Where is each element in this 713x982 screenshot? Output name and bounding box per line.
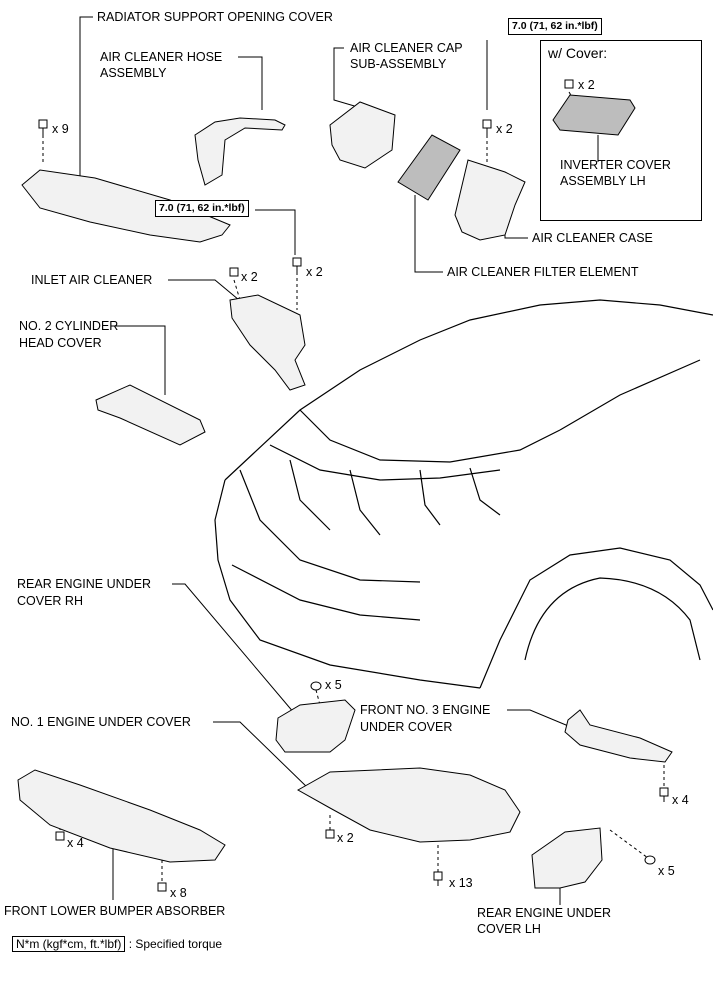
label-air-cleaner-hose-line1: AIR CLEANER HOSE <box>100 50 223 64</box>
qty-inverter-clips: x 2 <box>578 78 595 92</box>
leader-hose <box>238 56 263 110</box>
rear-engine-under-cover-rh <box>275 699 356 753</box>
with-cover-title: w/ Cover: <box>548 45 608 61</box>
qty-bumper-bolts: x 8 <box>170 886 187 900</box>
leader-cap <box>333 47 369 111</box>
vehicle-outline <box>214 299 713 689</box>
torque-air-cleaner-case: 7.0 (71, 62 in.*lbf) <box>508 18 602 35</box>
leader-inlet-torque <box>255 209 296 255</box>
label-inverter-cover-line1: INVERTER COVER <box>560 158 671 172</box>
label-air-cleaner-cap-line2: SUB-ASSEMBLY <box>350 57 447 71</box>
label-radiator-support-opening-cover: RADIATOR SUPPORT OPENING COVER <box>97 10 333 24</box>
label-front-no3-engine-under-cover-line2: UNDER COVER <box>360 720 453 734</box>
air-cleaner-hose <box>194 117 286 186</box>
qty-rear-lh-clips: x 5 <box>658 864 675 878</box>
inlet-air-cleaner <box>229 294 306 391</box>
qty-no1-clips: x 2 <box>337 831 354 845</box>
label-inlet-air-cleaner: INLET AIR CLEANER <box>31 273 153 287</box>
no2-cylinder-head-cover <box>95 384 206 446</box>
label-rear-engine-under-cover-lh-line1: REAR ENGINE UNDER <box>477 906 612 920</box>
qty-no1-bolts: x 13 <box>449 876 473 890</box>
qty-bumper-clips: x 4 <box>67 836 84 850</box>
air-cleaner-filter-element <box>397 134 461 201</box>
label-no2-cylinder-head-cover-line1: NO. 2 CYLINDER <box>19 319 119 333</box>
leader-rear-rh <box>172 583 301 721</box>
label-front-lower-bumper-absorber: FRONT LOWER BUMPER ABSORBER <box>4 904 226 918</box>
leader-inlet <box>168 279 246 306</box>
rear-engine-under-cover-lh <box>531 827 603 889</box>
label-air-cleaner-filter-element: AIR CLEANER FILTER ELEMENT <box>447 265 639 279</box>
label-rear-engine-under-cover-rh-line1: REAR ENGINE UNDER <box>17 577 152 591</box>
leader-air-case <box>504 230 528 239</box>
qty-inlet-clips: x 2 <box>241 270 258 284</box>
label-air-cleaner-case: AIR CLEANER CASE <box>532 231 653 245</box>
qty-inlet-bolts: x 2 <box>306 265 323 279</box>
label-rear-engine-under-cover-rh-line2: COVER RH <box>17 594 83 608</box>
qty-radiator-cover-clips: x 9 <box>52 122 69 136</box>
label-air-cleaner-hose-line2: ASSEMBLY <box>100 66 167 80</box>
label-front-no3-engine-under-cover-line1: FRONT NO. 3 ENGINE <box>360 703 491 717</box>
label-no1-engine-under-cover: NO. 1 ENGINE UNDER COVER <box>11 715 191 729</box>
label-no2-cylinder-head-cover-line2: HEAD COVER <box>19 336 102 350</box>
front-lower-bumper-absorber <box>17 769 226 863</box>
fasteners <box>38 79 669 892</box>
leader-radiator-cover <box>79 16 93 190</box>
torque-inlet-air-cleaner: 7.0 (71, 62 in.*lbf) <box>155 200 249 217</box>
leader-filter <box>414 195 443 273</box>
inverter-cover-lh <box>552 94 636 136</box>
qty-rear-rh-clips: x 5 <box>325 678 342 692</box>
label-air-cleaner-cap-line1: AIR CLEANER CAP <box>350 41 463 55</box>
with-cover-box <box>540 40 702 221</box>
air-cleaner-case <box>454 159 526 241</box>
torque-legend: N*m (kgf*cm, ft.*lbf) : Specified torque <box>12 936 222 952</box>
front-no3-engine-under-cover <box>564 709 673 763</box>
legend-torque-unit: N*m (kgf*cm, ft.*lbf) <box>12 936 126 952</box>
radiator-support-opening-cover <box>21 169 231 243</box>
leader-no1 <box>213 721 311 791</box>
leader-no2-head <box>112 325 166 395</box>
label-inverter-cover-line2: ASSEMBLY LH <box>560 174 646 188</box>
legend-description: : Specified torque <box>128 937 223 951</box>
qty-air-cleaner-case-bolts: x 2 <box>496 122 513 136</box>
qty-front-no3-bolts: x 4 <box>672 793 689 807</box>
no1-engine-under-cover <box>296 767 521 843</box>
label-rear-engine-under-cover-lh-line2: COVER LH <box>477 922 541 936</box>
air-cleaner-cap <box>329 101 396 169</box>
